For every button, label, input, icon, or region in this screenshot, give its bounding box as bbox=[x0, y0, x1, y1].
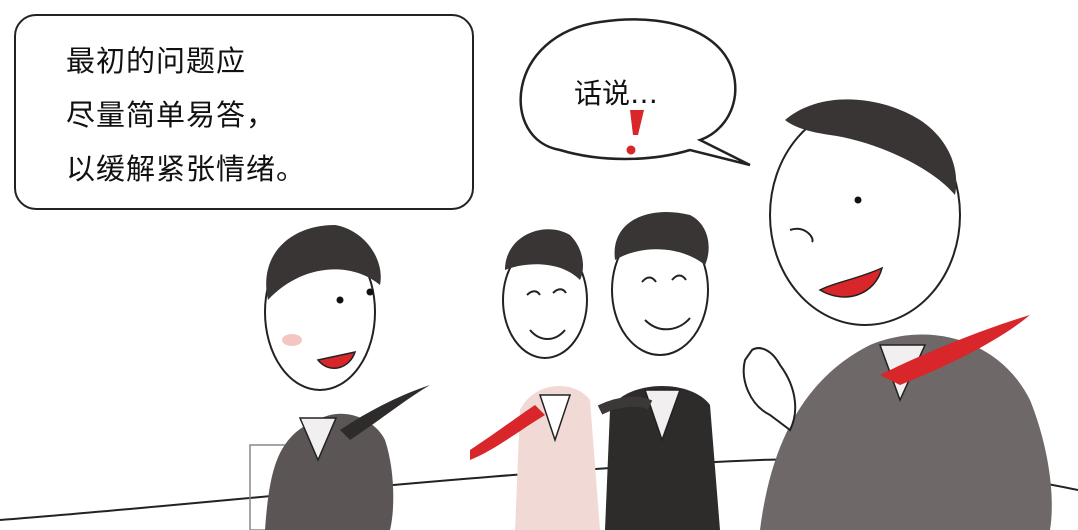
caption-line-3: 以缓解紧张情绪。 bbox=[66, 152, 307, 186]
exclamation-mark-dot bbox=[626, 145, 636, 155]
person-left bbox=[264, 225, 430, 530]
person-middle-right bbox=[597, 212, 720, 530]
person-middle-left bbox=[470, 229, 600, 530]
exclamation-mark-stroke bbox=[630, 110, 644, 135]
person-right bbox=[742, 99, 1052, 530]
caption-line-1: 最初的问题应 bbox=[66, 44, 247, 78]
caption-box bbox=[14, 14, 474, 210]
caption-line-2: 尽量简单易答， bbox=[66, 98, 277, 132]
speech-bubble-text: 话说… bbox=[574, 77, 659, 110]
speech-bubble bbox=[519, 18, 751, 167]
